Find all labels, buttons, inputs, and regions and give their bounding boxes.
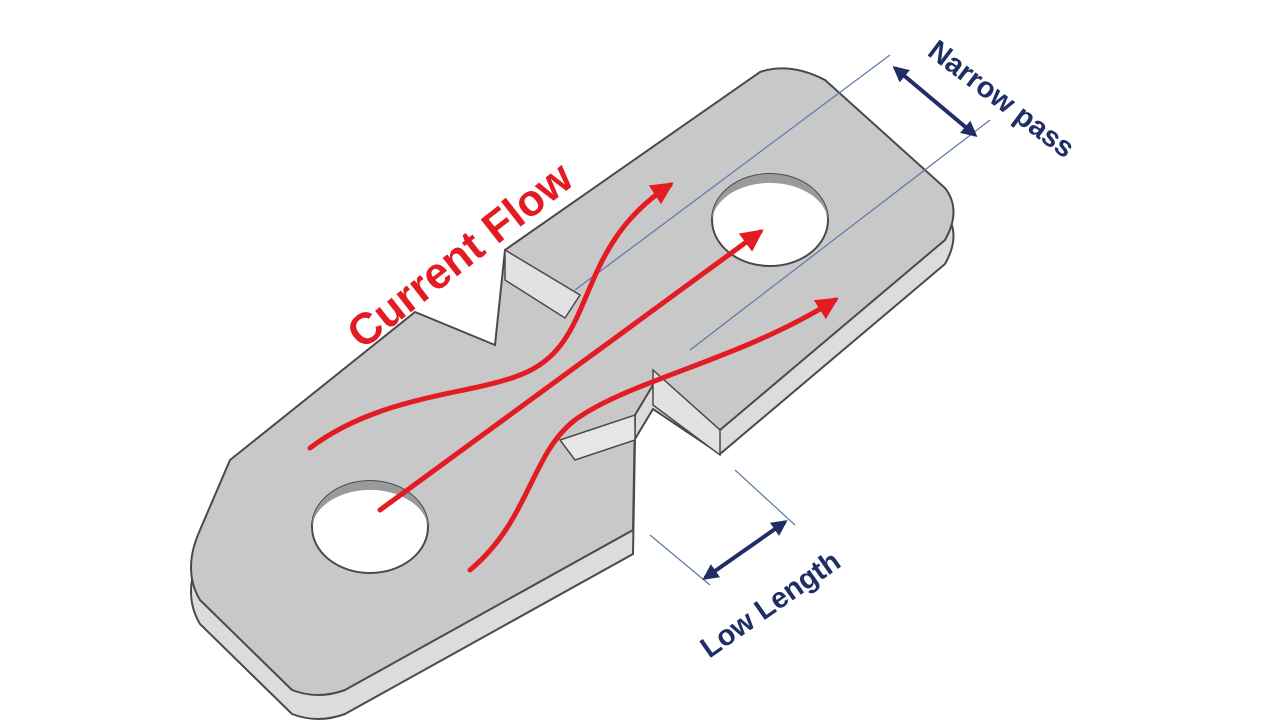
current-flow-arrow-upper (307, 182, 674, 451)
mounting-hole-lower (311, 480, 429, 574)
narrow-pass-arrow (892, 65, 978, 138)
narrow-pass-extension-lines (574, 54, 991, 351)
current-flow-arrow-lower (467, 297, 839, 573)
current-flow-arrow-center (377, 229, 764, 513)
low-length-arrow (702, 520, 788, 580)
current-flow-arrows (307, 182, 839, 573)
plate-top-face (190, 67, 955, 696)
low-length-extension-lines (649, 469, 796, 586)
